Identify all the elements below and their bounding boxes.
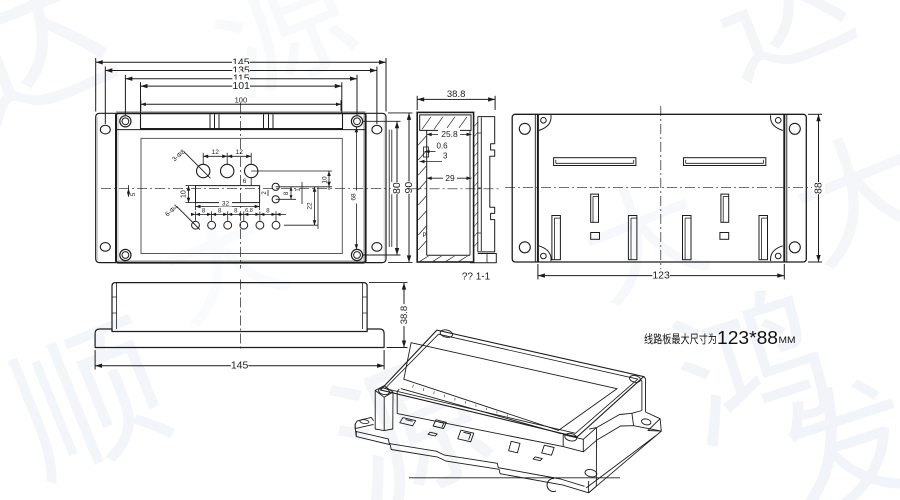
svg-text:0.6: 0.6 bbox=[437, 142, 449, 151]
svg-text:P: P bbox=[422, 233, 426, 239]
svg-text:?? 1-1: ?? 1-1 bbox=[462, 272, 491, 283]
svg-text:3: 3 bbox=[443, 152, 448, 161]
svg-text:2: 2 bbox=[262, 191, 268, 195]
svg-text:22: 22 bbox=[307, 202, 314, 210]
svg-text:32: 32 bbox=[222, 200, 230, 207]
svg-text:100: 100 bbox=[235, 95, 248, 104]
svg-text:123*88: 123*88 bbox=[717, 327, 778, 348]
svg-text:8: 8 bbox=[234, 208, 238, 214]
svg-text:6.8: 6.8 bbox=[245, 208, 253, 214]
svg-text:145: 145 bbox=[231, 360, 249, 372]
svg-text:80: 80 bbox=[391, 182, 403, 194]
svg-text:29: 29 bbox=[445, 173, 455, 183]
svg-text:10: 10 bbox=[322, 176, 329, 184]
svg-text:101: 101 bbox=[232, 80, 250, 92]
svg-text:8: 8 bbox=[284, 191, 290, 195]
svg-text:90: 90 bbox=[403, 182, 415, 194]
svg-text:8: 8 bbox=[218, 208, 222, 214]
svg-text:线路板最大尺寸为: 线路板最大尺寸为 bbox=[644, 332, 717, 346]
svg-text:6: 6 bbox=[243, 178, 247, 185]
svg-text:10: 10 bbox=[181, 190, 188, 198]
svg-text:12: 12 bbox=[236, 149, 244, 156]
svg-text:1: 1 bbox=[296, 188, 302, 192]
svg-text:12: 12 bbox=[212, 149, 220, 156]
svg-text:88: 88 bbox=[813, 182, 825, 194]
svg-text:25.8: 25.8 bbox=[441, 129, 458, 139]
svg-text:123: 123 bbox=[652, 270, 670, 282]
svg-text:38.8: 38.8 bbox=[447, 89, 466, 100]
svg-text:5: 5 bbox=[130, 192, 137, 196]
svg-text:MM: MM bbox=[779, 335, 796, 346]
svg-text:8: 8 bbox=[266, 208, 270, 214]
svg-text:68: 68 bbox=[351, 193, 358, 201]
svg-text:38.8: 38.8 bbox=[399, 306, 410, 325]
svg-text:8: 8 bbox=[202, 208, 206, 214]
